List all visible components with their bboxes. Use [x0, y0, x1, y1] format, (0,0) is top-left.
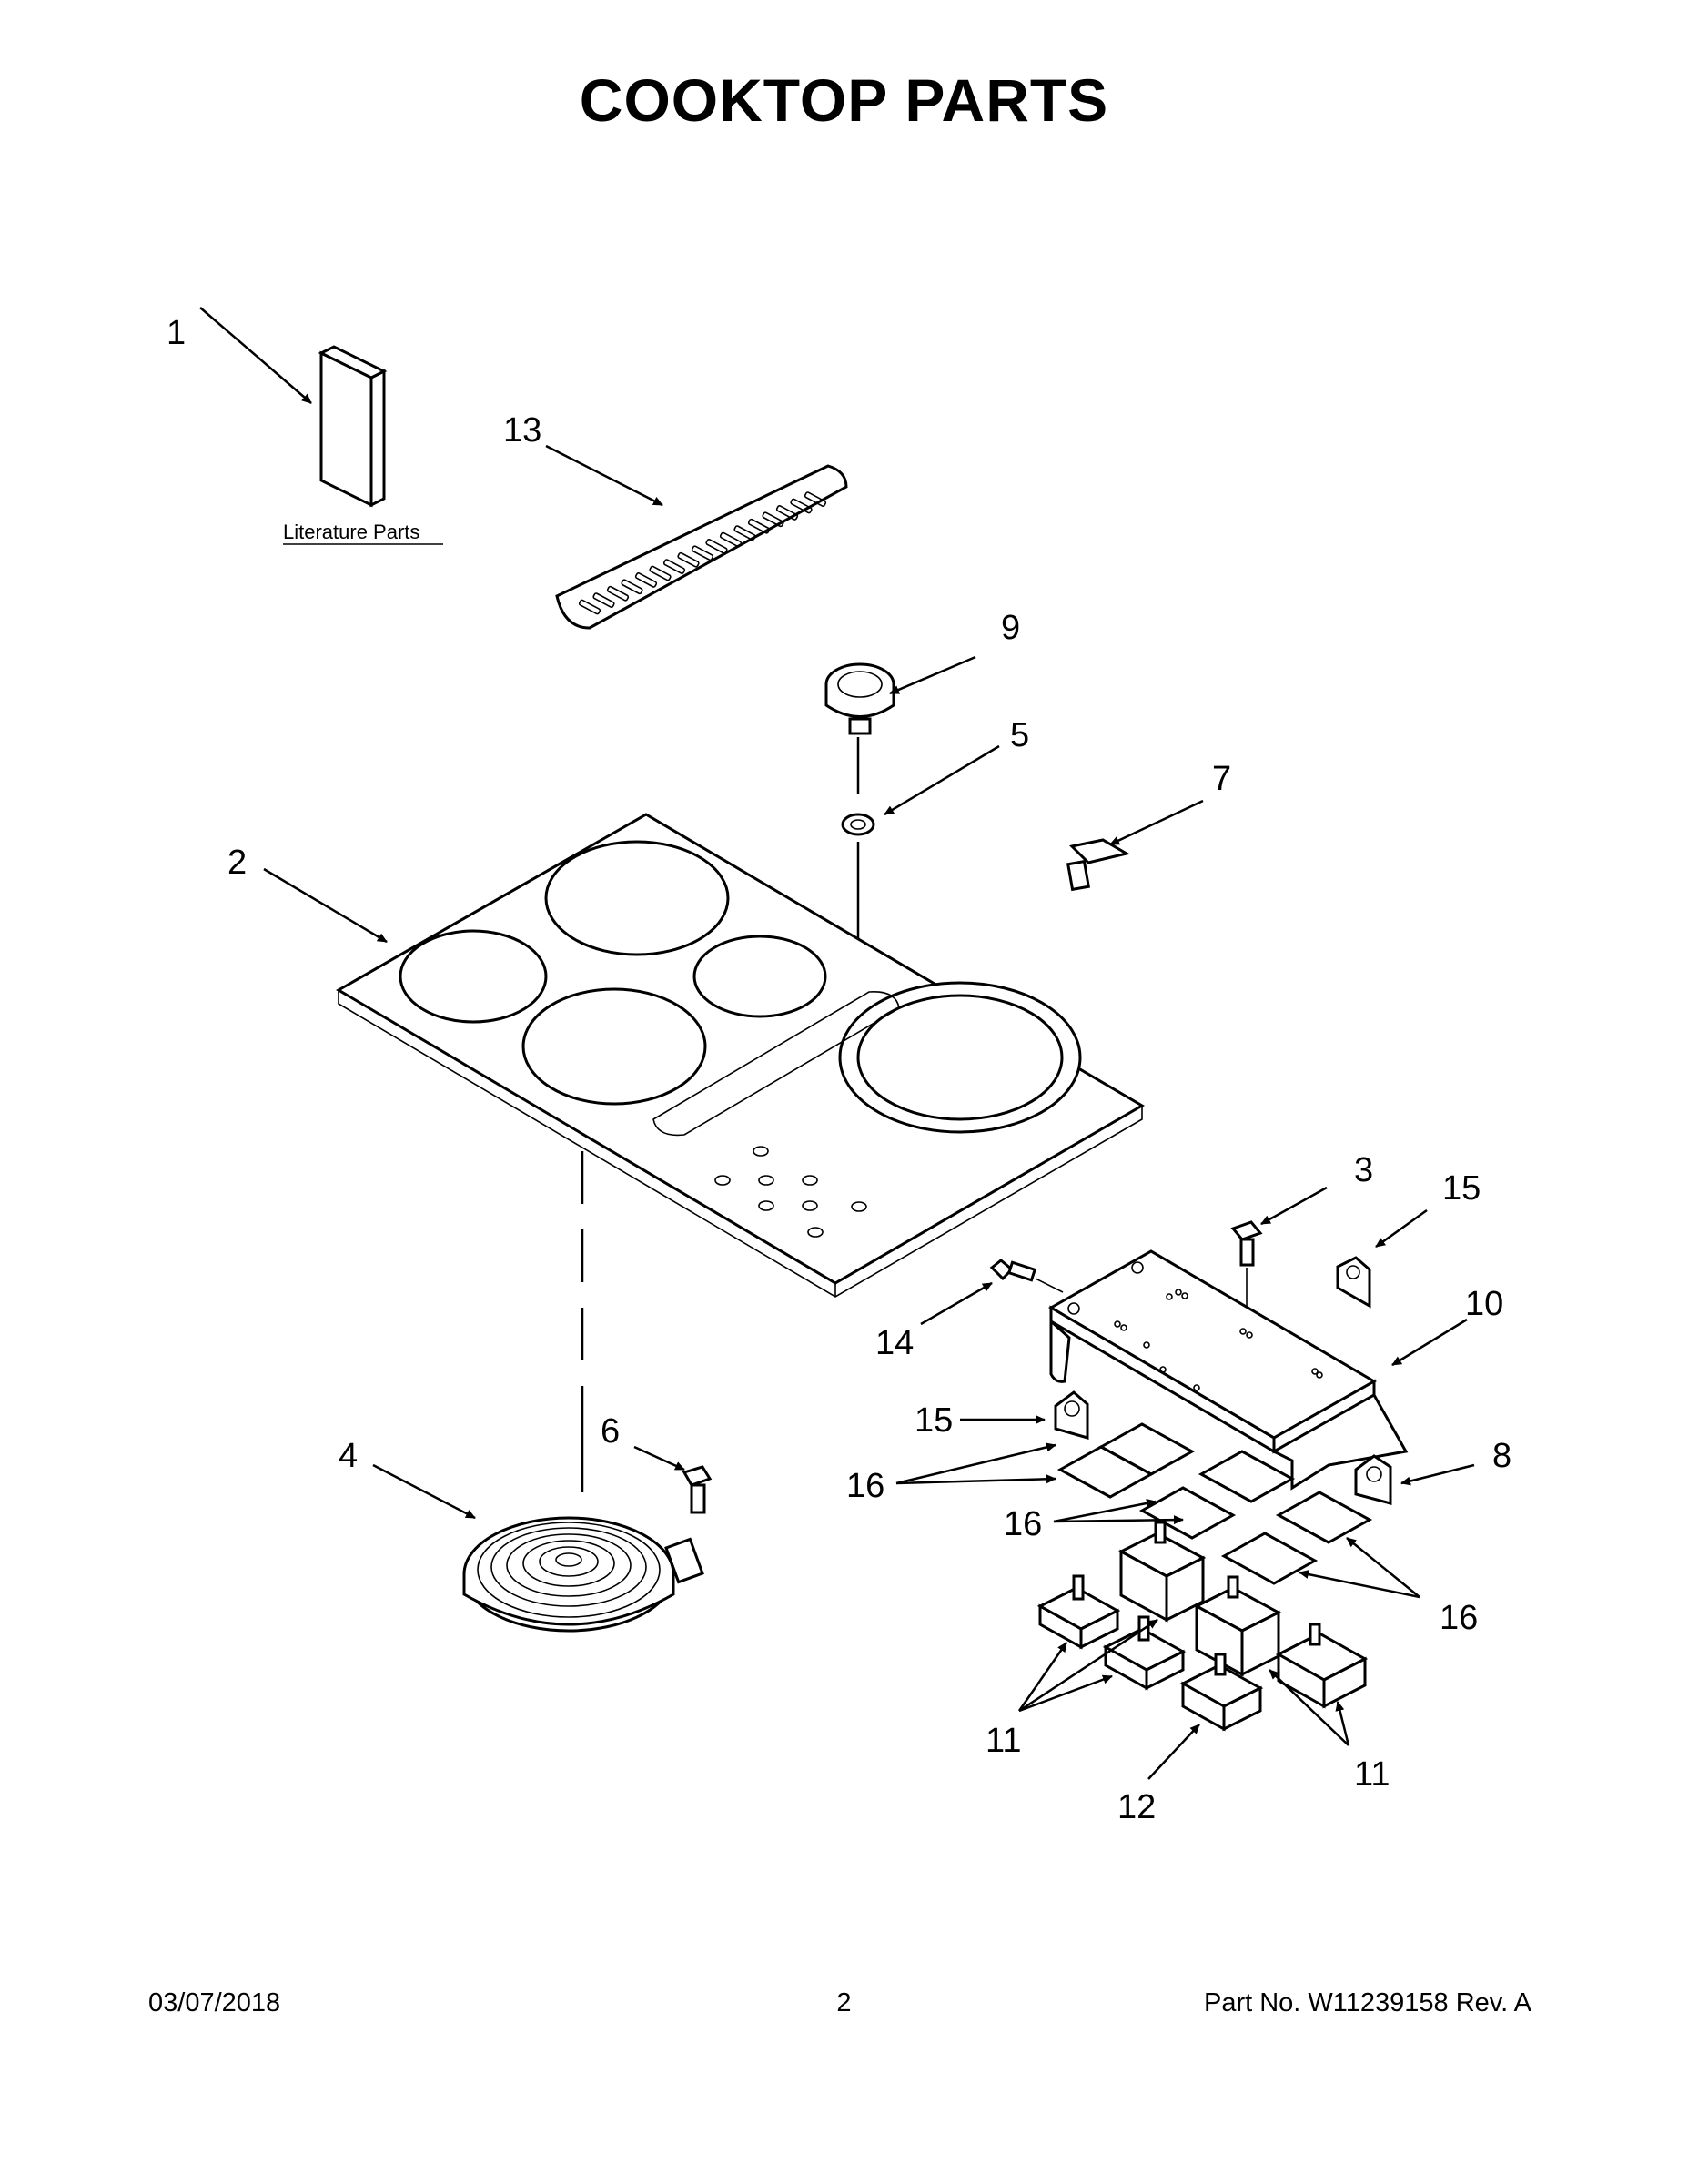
callout-6: 6	[601, 1412, 620, 1451]
vent-slot	[790, 498, 813, 514]
callout-8: 8	[1492, 1437, 1511, 1475]
part-1-literature[interactable]: Literature Parts	[283, 345, 443, 545]
vent-slot	[677, 551, 700, 568]
vent-slot	[762, 511, 784, 528]
callout-4: 4	[339, 1437, 358, 1475]
callout-7: 7	[1212, 760, 1231, 798]
part-15-bracket-top[interactable]	[1336, 1256, 1371, 1309]
vent-slot	[634, 572, 658, 588]
vent-slot	[649, 565, 672, 581]
callout-2: 2	[227, 844, 247, 882]
footer-page-number: 2	[836, 1988, 852, 2017]
part-3-screw[interactable]	[1230, 1220, 1263, 1267]
part-9-knob[interactable]	[824, 662, 895, 735]
part-11-switch-c[interactable]	[1117, 1521, 1207, 1623]
callout-11-left: 11	[986, 1722, 1021, 1760]
vent-slot	[705, 539, 728, 554]
callout-12: 12	[1117, 1788, 1156, 1826]
callout-5: 5	[1010, 716, 1029, 754]
callout-9: 9	[1001, 609, 1020, 647]
part-6-screw[interactable]	[682, 1465, 713, 1514]
vent-slot	[775, 505, 799, 521]
callout-3: 3	[1354, 1151, 1373, 1189]
part-10-control-bracket[interactable]	[1047, 1249, 1409, 1491]
part-8-bracket[interactable]	[1354, 1454, 1392, 1505]
footer-date: 03/07/2018	[148, 1988, 281, 2017]
callout-10: 10	[1465, 1285, 1503, 1323]
vent-slot	[747, 518, 771, 534]
part-7-clip[interactable]	[1066, 838, 1131, 892]
callout-15-left: 15	[915, 1401, 953, 1440]
footer-part-number: Part No. W11239158 Rev. A	[1203, 1988, 1531, 2017]
vent-slot	[691, 545, 714, 561]
part-15-bracket-left[interactable]	[1054, 1390, 1089, 1440]
part-16-insulators[interactable]	[1056, 1422, 1373, 1585]
part-12-switch[interactable]	[1179, 1653, 1264, 1732]
vent-slot	[733, 525, 756, 541]
vent-slot	[578, 599, 601, 615]
vent-slot	[621, 579, 643, 595]
part-11-switch-e[interactable]	[1275, 1623, 1369, 1709]
callout-15-top: 15	[1442, 1169, 1481, 1208]
vent-slot	[662, 559, 686, 574]
callout-13: 13	[503, 411, 541, 450]
callout-16-mid: 16	[1004, 1505, 1042, 1543]
page-title: COOKTOP PARTS	[579, 66, 1109, 134]
part-4-radiant-element[interactable]	[462, 1516, 704, 1633]
part-13-vent-grille[interactable]	[555, 464, 848, 630]
vent-slot	[606, 585, 630, 602]
callout-1: 1	[167, 314, 186, 352]
vent-slot	[719, 531, 743, 548]
part-14-screw[interactable]	[989, 1259, 1037, 1282]
callout-16-left: 16	[846, 1467, 884, 1505]
part-11-switch-a[interactable]	[1036, 1574, 1121, 1650]
callout-11-right: 11	[1354, 1755, 1390, 1794]
literature-parts-label: Literature Parts	[283, 521, 419, 543]
part-2-glass-cooktop[interactable]	[336, 813, 1145, 1298]
vent-slot	[592, 592, 615, 608]
vent-slot	[804, 491, 827, 507]
part-5-washer[interactable]	[841, 813, 875, 836]
callout-16-right: 16	[1440, 1599, 1478, 1637]
callout-14: 14	[875, 1324, 914, 1362]
part-11-switch-d[interactable]	[1193, 1575, 1282, 1677]
